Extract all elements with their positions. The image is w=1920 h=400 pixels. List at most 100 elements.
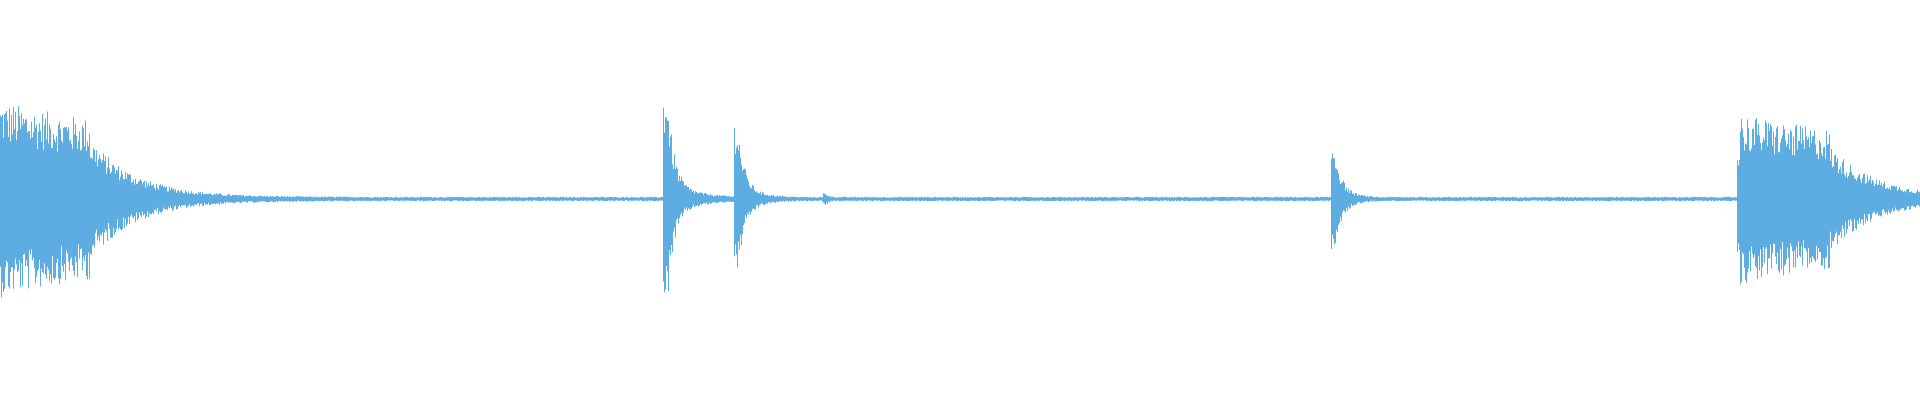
waveform-sample bbox=[9, 108, 10, 289]
waveform-bars bbox=[0, 106, 1920, 298]
waveform-sample bbox=[125, 172, 126, 219]
waveform-sample bbox=[148, 183, 149, 218]
waveform-sample bbox=[138, 181, 139, 219]
waveform-sample bbox=[58, 124, 59, 278]
waveform-sample bbox=[1769, 130, 1770, 259]
waveform-sample bbox=[1843, 159, 1844, 230]
waveform-sample bbox=[1898, 189, 1899, 212]
waveform-sample bbox=[1833, 166, 1834, 242]
waveform-sample bbox=[734, 128, 735, 257]
waveform-sample bbox=[64, 126, 65, 265]
waveform-sample bbox=[1881, 182, 1882, 217]
waveform-sample bbox=[236, 195, 237, 202]
waveform-sample bbox=[1340, 184, 1341, 217]
waveform-sample bbox=[1741, 118, 1742, 282]
waveform-sample bbox=[669, 146, 670, 251]
waveform-sample bbox=[1851, 171, 1852, 221]
waveform-sample bbox=[1772, 145, 1773, 254]
waveform-sample bbox=[1848, 175, 1849, 221]
waveform-sample bbox=[188, 191, 189, 206]
waveform-sample bbox=[69, 140, 70, 271]
waveform-sample bbox=[165, 187, 166, 210]
waveform-sample bbox=[145, 187, 146, 219]
waveform-sample bbox=[756, 191, 757, 206]
waveform-sample bbox=[778, 196, 779, 203]
waveform-sample bbox=[1895, 187, 1896, 208]
waveform-sample bbox=[142, 184, 143, 212]
waveform-sample bbox=[675, 169, 676, 238]
waveform-sample bbox=[668, 120, 669, 292]
waveform-sample bbox=[170, 189, 171, 207]
waveform-sample bbox=[176, 192, 177, 210]
waveform-sample bbox=[132, 182, 133, 218]
waveform-sample bbox=[1852, 175, 1853, 232]
waveform-sample bbox=[1767, 146, 1768, 275]
waveform-sample bbox=[1885, 188, 1886, 214]
waveform-sample bbox=[1886, 188, 1887, 213]
waveform-sample bbox=[95, 161, 96, 233]
waveform-sample bbox=[1879, 180, 1880, 216]
waveform-sample bbox=[1738, 165, 1739, 244]
waveform-sample bbox=[118, 166, 119, 230]
waveform-sample bbox=[220, 193, 221, 203]
waveform-sample bbox=[1872, 179, 1873, 214]
waveform-sample bbox=[1751, 148, 1752, 247]
waveform-sample bbox=[671, 134, 672, 245]
waveform-sample bbox=[7, 120, 8, 263]
waveform-sample bbox=[243, 194, 244, 202]
waveform-sample bbox=[1770, 124, 1771, 245]
waveform-sample bbox=[1814, 130, 1815, 260]
waveform-sample bbox=[136, 184, 137, 213]
waveform-sample bbox=[1763, 137, 1764, 248]
waveform-sample bbox=[670, 136, 671, 256]
waveform-sample bbox=[1856, 180, 1857, 230]
waveform-sample bbox=[1762, 142, 1763, 268]
waveform-sample bbox=[43, 149, 44, 274]
waveform-sample bbox=[1370, 196, 1371, 201]
waveform-sample bbox=[741, 164, 742, 245]
waveform-sample bbox=[112, 165, 113, 238]
waveform-sample bbox=[18, 106, 19, 271]
waveform-sample bbox=[758, 192, 759, 208]
waveform-sample bbox=[1337, 170, 1338, 232]
waveform-sample bbox=[63, 127, 64, 272]
waveform-sample bbox=[1773, 131, 1774, 244]
waveform-sample bbox=[1750, 151, 1751, 272]
waveform-sample bbox=[24, 123, 25, 254]
waveform-sample bbox=[1746, 144, 1747, 283]
waveform-sample bbox=[198, 191, 199, 204]
waveform-sample bbox=[42, 114, 43, 273]
waveform-sample bbox=[61, 140, 62, 246]
waveform-sample bbox=[1867, 175, 1868, 222]
waveform-sample bbox=[680, 180, 681, 215]
waveform-sample bbox=[744, 168, 745, 224]
waveform-sample bbox=[91, 157, 92, 255]
waveform-sample bbox=[225, 195, 226, 204]
waveform-sample bbox=[738, 150, 739, 242]
waveform-sample bbox=[242, 195, 243, 202]
waveform-sample bbox=[1846, 172, 1847, 234]
waveform-sample bbox=[253, 196, 254, 203]
waveform-sample bbox=[1909, 191, 1910, 210]
waveform-sample bbox=[1810, 130, 1811, 258]
waveform-sample bbox=[19, 115, 20, 261]
waveform-sample bbox=[1824, 146, 1825, 269]
waveform-sample bbox=[98, 159, 99, 237]
waveform-sample bbox=[762, 192, 763, 204]
waveform-sample bbox=[121, 170, 122, 231]
waveform-sample bbox=[83, 128, 84, 257]
waveform-sample bbox=[73, 117, 74, 271]
waveform-sample bbox=[673, 169, 674, 232]
waveform-sample bbox=[775, 196, 776, 203]
waveform-sample bbox=[223, 195, 224, 204]
waveform-sample bbox=[47, 111, 48, 267]
waveform-sample bbox=[1822, 155, 1823, 266]
waveform-sample bbox=[157, 188, 158, 208]
waveform-sample bbox=[59, 121, 60, 285]
waveform-sample bbox=[1344, 182, 1345, 211]
waveform-sample bbox=[28, 131, 29, 289]
waveform-sample bbox=[719, 194, 720, 202]
waveform-sample bbox=[779, 195, 780, 202]
